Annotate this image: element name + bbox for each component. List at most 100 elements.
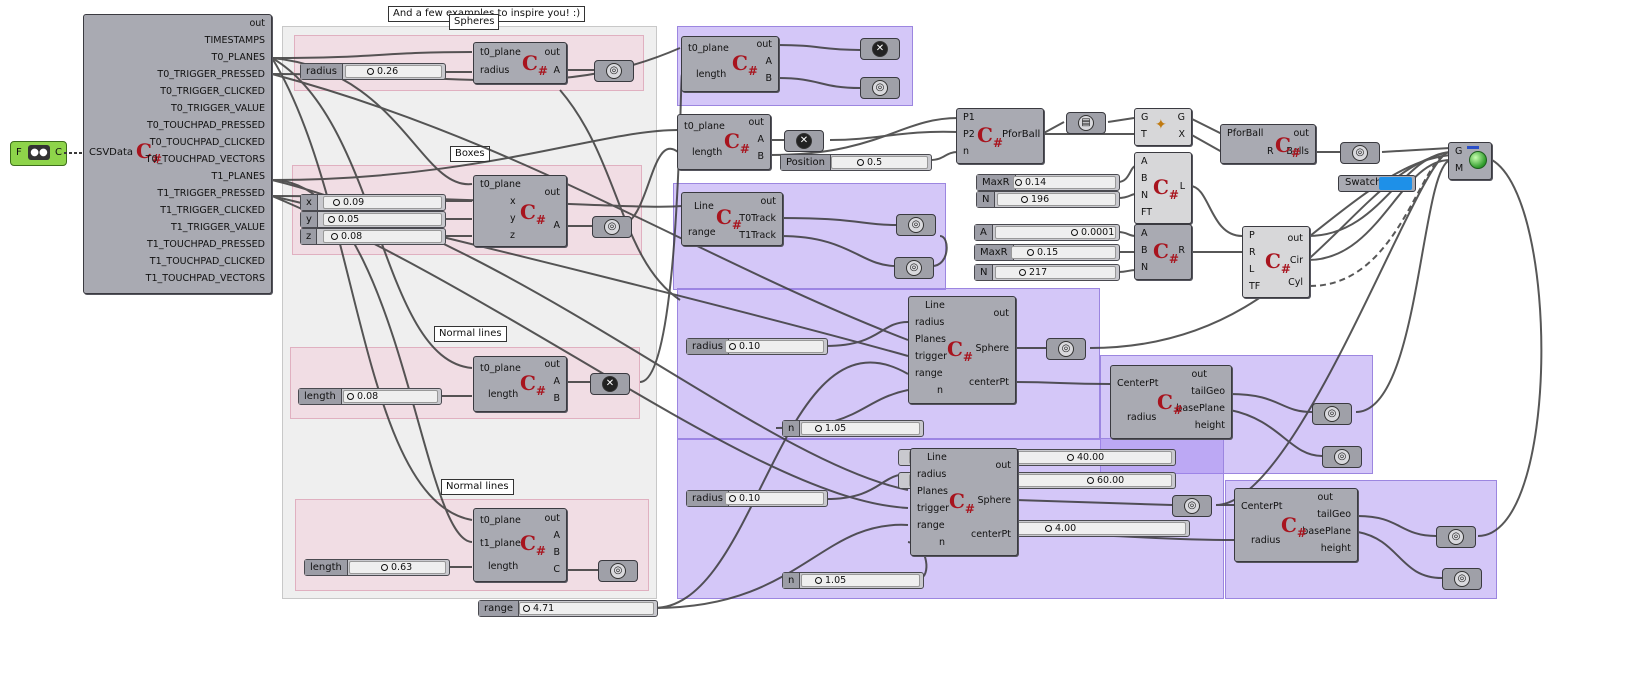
n-slider-b[interactable]: n 1.05	[782, 572, 924, 589]
csv-output[interactable]: T1_TOUCHPAD_CLICKED	[149, 256, 265, 267]
abn-component[interactable]: A B N R C#	[1134, 224, 1192, 280]
input-label[interactable]: x	[510, 196, 516, 207]
csv-output[interactable]: TIMESTAMPS	[204, 35, 265, 46]
radius-slider-spheres[interactable]: radius 0.26	[300, 63, 446, 80]
csv-output[interactable]: T0_TRIGGER_VALUE	[170, 103, 265, 114]
csv-output[interactable]: T0_TOUCHPAD_CLICKED	[149, 137, 265, 148]
input-label[interactable]: B	[1141, 173, 1148, 184]
preview-hub[interactable]: ◎	[1322, 446, 1362, 468]
input-label[interactable]: radius	[1127, 412, 1157, 423]
preview-hub[interactable]: ◎	[860, 77, 900, 99]
tail-component-2[interactable]: CenterPt radius out tailGeo basePlane he…	[1234, 488, 1358, 562]
null-hub[interactable]: ✕	[860, 38, 900, 60]
csv-output[interactable]: T0_TRIGGER_CLICKED	[160, 86, 265, 97]
range-slider[interactable]: range 4.71	[478, 600, 658, 617]
output-label[interactable]: out	[544, 359, 560, 370]
output-label[interactable]: B	[765, 73, 772, 84]
output-label[interactable]: T1Track	[739, 230, 776, 241]
input-label[interactable]: n	[963, 146, 970, 157]
output-label[interactable]: B	[757, 151, 764, 162]
cylinder-component[interactable]: P R L TF out Cir Cyl C#	[1242, 226, 1310, 298]
output-label[interactable]: out	[1287, 233, 1303, 244]
output-label[interactable]: G	[1177, 112, 1185, 123]
output-label[interactable]: out	[993, 308, 1009, 319]
abnft-component[interactable]: A B N FT L C#	[1134, 152, 1192, 224]
input-label[interactable]: t0_plane	[688, 43, 729, 54]
x-slider[interactable]: x 0.09	[300, 194, 446, 211]
output-label[interactable]: basePlane	[1176, 403, 1225, 414]
csv-output[interactable]: out	[249, 18, 265, 29]
null-hub[interactable]: ✕	[784, 130, 824, 152]
input-label[interactable]: range	[917, 520, 945, 531]
preview-hub[interactable]: ◎	[594, 60, 634, 82]
output-label[interactable]: out	[544, 187, 560, 198]
csv-output[interactable]: T1_TOUCHPAD_VECTORS	[145, 273, 265, 284]
input-label[interactable]: Line	[925, 300, 945, 311]
output-label[interactable]: B	[553, 547, 560, 558]
csv-output[interactable]: T1_TRIGGER_PRESSED	[157, 188, 265, 199]
input-label[interactable]: length	[696, 69, 727, 80]
output-label[interactable]: out	[760, 196, 776, 207]
input-label[interactable]: M	[1455, 163, 1464, 174]
top-example-component-2[interactable]: t0_plane length out A B C#	[677, 114, 771, 170]
output-label[interactable]: out	[1317, 492, 1333, 503]
csv-output[interactable]: T0_TOUCHPAD_PRESSED	[146, 120, 265, 131]
z-slider[interactable]: z 0.08	[300, 228, 446, 245]
input-label[interactable]: Planes	[915, 334, 947, 345]
output-label[interactable]: A	[553, 65, 561, 76]
input-label[interactable]: t0_plane	[480, 47, 521, 58]
input-label[interactable]: Planes	[917, 486, 949, 497]
position-slider[interactable]: Position 0.5	[780, 154, 932, 171]
output-label[interactable]: out	[544, 513, 560, 524]
input-label[interactable]: t0_plane	[684, 121, 725, 132]
input-label[interactable]: P	[1249, 230, 1255, 241]
output-label[interactable]: height	[1194, 420, 1225, 431]
input-label[interactable]: T	[1141, 129, 1147, 140]
csvdata-component[interactable]: CSVData C# out TIMESTAMPS T0_PLANES T0_T…	[83, 14, 272, 294]
output-label[interactable]: Balls	[1286, 146, 1309, 157]
top-example-component-1[interactable]: t0_plane length out A B C#	[681, 36, 779, 92]
input-label[interactable]: range	[688, 227, 716, 238]
input-label[interactable]: P2	[963, 129, 975, 140]
csv-output[interactable]: T0_PLANES	[211, 52, 265, 63]
output-label[interactable]: C	[553, 564, 560, 575]
input-label[interactable]: range	[915, 368, 943, 379]
input-label[interactable]: t0_plane	[480, 515, 521, 526]
output-label[interactable]: L	[1179, 181, 1185, 192]
input-label[interactable]: TF	[1249, 281, 1261, 292]
input-label[interactable]: length	[488, 389, 519, 400]
preview-hub[interactable]: ◎	[598, 560, 638, 582]
output-label[interactable]: T0Track	[739, 213, 776, 224]
sphere-component-1[interactable]: Line radius Planes trigger range n out S…	[908, 296, 1016, 404]
input-label[interactable]: trigger	[915, 351, 948, 362]
radius-slider-b[interactable]: radius 0.10	[686, 490, 828, 507]
swatch-component[interactable]: Swatch	[1338, 175, 1416, 192]
maxr-slider-2[interactable]: MaxR 0.15	[974, 244, 1120, 261]
slider-4[interactable]: 4.00	[1012, 520, 1190, 537]
input-label[interactable]: n	[939, 537, 946, 548]
output-label[interactable]: Sphere	[975, 343, 1009, 354]
sphere-component-2[interactable]: Line radius Planes trigger range n out S…	[910, 448, 1018, 556]
preview-hub[interactable]: ◎	[1436, 526, 1476, 548]
box-example-component[interactable]: t0_plane x y z out A C#	[473, 175, 567, 247]
input-label[interactable]: A	[1141, 228, 1148, 239]
input-label[interactable]: G	[1455, 146, 1463, 157]
input-label[interactable]: PforBall	[1227, 128, 1264, 139]
csv-output[interactable]: T1_TRIGGER_CLICKED	[160, 205, 265, 216]
normal-line-component-2[interactable]: t0_plane t1_plane length out A B C C#	[473, 508, 567, 582]
input-label[interactable]: N	[1141, 262, 1149, 273]
output-label[interactable]: tailGeo	[1191, 386, 1225, 397]
output-label[interactable]: out	[544, 47, 560, 58]
input-label[interactable]: P1	[963, 112, 975, 123]
pforball-component[interactable]: P1 P2 n PforBall C#	[956, 108, 1044, 164]
output-label[interactable]: B	[553, 393, 560, 404]
n-slider-2[interactable]: N 217	[974, 264, 1120, 281]
input-label[interactable]: FT	[1141, 207, 1153, 218]
input-label[interactable]: t0_plane	[480, 179, 521, 190]
input-label[interactable]: t0_plane	[480, 363, 521, 374]
output-label[interactable]: A	[553, 530, 561, 541]
input-label[interactable]: radius	[480, 65, 510, 76]
csv-output[interactable]: T1_PLANES	[211, 171, 265, 182]
input-label[interactable]: z	[510, 230, 515, 241]
y-slider[interactable]: y 0.05	[300, 211, 446, 228]
